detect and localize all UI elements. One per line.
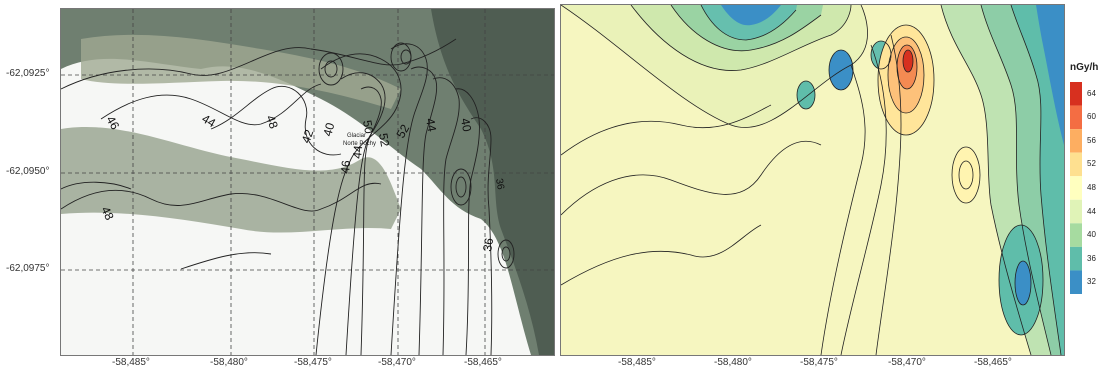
teal-patch	[797, 81, 815, 109]
legend-value-label: 52	[1087, 159, 1096, 169]
right-map-panel	[560, 4, 1065, 356]
legend-swatch	[1070, 129, 1082, 153]
legend-swatch	[1070, 223, 1082, 247]
contour-label: 48	[263, 113, 281, 131]
legend-swatches	[1070, 82, 1082, 294]
x-tick-label: -58,485°	[112, 357, 150, 368]
x-tick-label: -58,480°	[210, 357, 248, 368]
contour-label: 42	[299, 127, 317, 145]
hotspot-64	[903, 50, 913, 72]
contour-label: 36	[493, 178, 506, 191]
legend-swatch	[1070, 82, 1082, 106]
sea-area	[431, 9, 554, 355]
contour-label: 44	[423, 117, 439, 133]
contour-lines	[61, 38, 515, 355]
contour-label: 40	[458, 117, 474, 133]
contour-label: 52	[376, 132, 392, 148]
y-tick-label: -62,0950°	[6, 166, 50, 177]
contour-label: 36	[480, 237, 496, 253]
contour-label: 52	[393, 122, 412, 141]
right-x-tick-label: -58,465°	[974, 357, 1012, 368]
right-map-svg	[561, 5, 1064, 355]
y-tick-label: -62,0925°	[6, 68, 50, 79]
band-southeast-32	[1015, 261, 1031, 305]
right-x-tick-label: -58,485°	[618, 357, 656, 368]
legend-value-label: 44	[1087, 206, 1096, 216]
band-east-36	[1011, 5, 1064, 355]
legend-swatch	[1070, 270, 1082, 294]
legend-colorbar	[1070, 82, 1082, 294]
left-map-panel: 46 44 48 42 40 50 52 52 44 40 46 44 48 3…	[60, 8, 555, 356]
legend-swatch	[1070, 246, 1082, 271]
hotspot-48	[952, 147, 980, 203]
y-tick-label: -62,0975°	[6, 263, 50, 274]
band-east-32	[1036, 5, 1064, 145]
svg-text:Glaciar: Glaciar	[347, 133, 366, 139]
contour-label: 46	[338, 159, 353, 174]
contour-label-group: 46 44 48 42 40 50 52 52 44 40 46 44 48 3…	[98, 111, 506, 252]
legend-value-label: 64	[1087, 88, 1096, 98]
blue-patch	[829, 50, 853, 90]
legend-value-label: 40	[1087, 230, 1096, 240]
contour-label: 48	[98, 204, 116, 222]
color-legend: nGy/h 64 60 56 52 48 44 40 36 32	[1068, 62, 1107, 302]
place-label: Glaciar Norte Pochy	[343, 133, 376, 147]
legend-swatch	[1070, 199, 1082, 224]
contour-label: 46	[103, 114, 122, 133]
right-x-tick-label: -58,470°	[888, 357, 926, 368]
x-tick-label: -58,475°	[294, 357, 332, 368]
band-34	[721, 5, 781, 26]
legend-swatch	[1070, 176, 1082, 200]
x-tick-label: -58,470°	[378, 357, 416, 368]
grid-lines	[61, 9, 554, 355]
left-map-svg: 46 44 48 42 40 50 52 52 44 40 46 44 48 3…	[61, 9, 554, 355]
right-contour-lines	[561, 5, 1062, 355]
legend-swatch	[1070, 152, 1082, 177]
vegetation-area	[81, 34, 401, 109]
contour-label: 44	[350, 144, 365, 159]
legend-value-label: 32	[1087, 277, 1096, 287]
legend-value-label: 48	[1087, 183, 1096, 192]
contour-label: 44	[200, 111, 219, 130]
legend-title: nGy/h	[1070, 62, 1099, 73]
legend-value-label: 60	[1087, 112, 1096, 122]
contour-label: 50	[360, 119, 376, 135]
legend-value-label: 36	[1087, 253, 1096, 263]
right-x-tick-label: -58,475°	[800, 357, 838, 368]
contour-label: 40	[320, 121, 337, 138]
legend-swatch	[1070, 105, 1082, 130]
right-x-tick-label: -58,480°	[714, 357, 752, 368]
legend-value-label: 56	[1087, 135, 1096, 145]
x-tick-label: -58,465°	[464, 357, 502, 368]
svg-text:Norte Pochy: Norte Pochy	[343, 141, 376, 147]
